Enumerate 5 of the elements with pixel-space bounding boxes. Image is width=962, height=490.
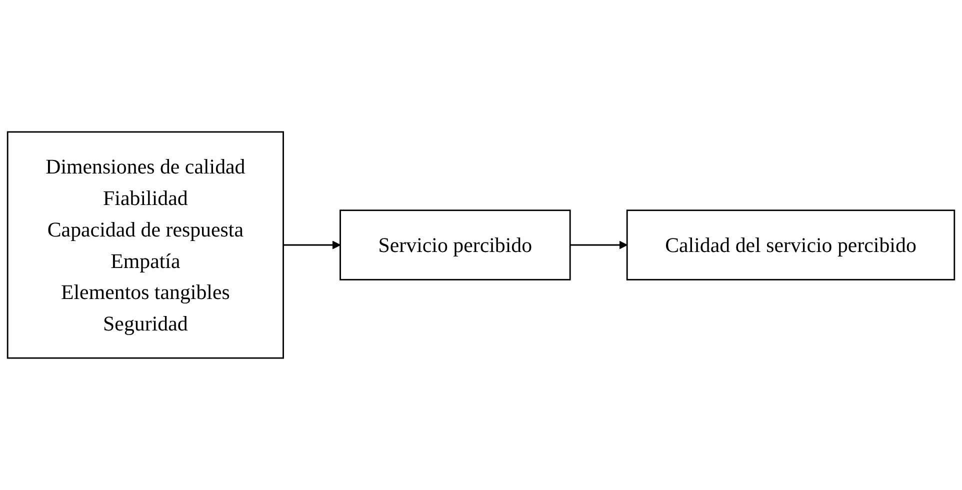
node-box: Servicio percibido [340, 210, 571, 280]
arrow [570, 240, 628, 250]
node-box: Calidad del servicio percibido [626, 210, 956, 280]
arrow [283, 240, 341, 250]
node-box: Dimensiones de calidad Fiabilidad Capacidad de respuesta Empatía Elementos tangibles Seguridad [6, 131, 284, 359]
